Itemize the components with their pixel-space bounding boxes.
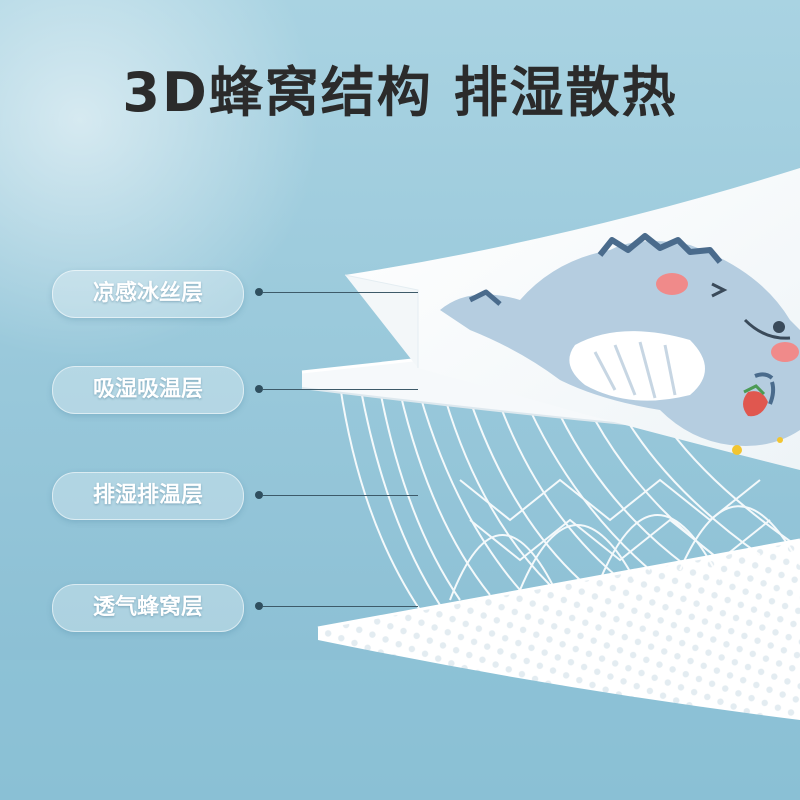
dinosaur-print	[440, 233, 800, 455]
leader-dot	[255, 288, 263, 296]
layer-label-cool-silk: 凉感冰丝层	[52, 270, 244, 318]
leader-dot	[255, 491, 263, 499]
strawberry-print	[743, 384, 768, 417]
layer-label-moisture-wicking: 排湿排温层	[52, 472, 244, 520]
fiber-loops	[339, 384, 800, 611]
leader-line	[263, 495, 418, 496]
leader-dot	[255, 602, 263, 610]
leader-line	[263, 292, 418, 293]
leader-line	[263, 606, 418, 607]
leader-line	[263, 389, 418, 390]
layer-label-honeycomb: 透气蜂窝层	[52, 584, 244, 632]
leader-dot	[255, 385, 263, 393]
page-title: 3D蜂窝结构 排湿散热	[122, 61, 678, 124]
bottom-honeycomb-sheet	[318, 540, 800, 720]
layer-label-absorb: 吸湿吸温层	[52, 366, 244, 414]
